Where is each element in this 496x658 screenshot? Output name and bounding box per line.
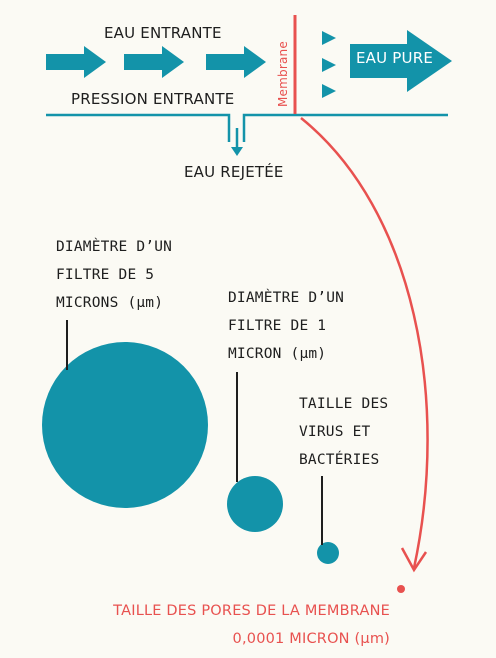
incoming-arrows xyxy=(46,46,266,78)
rejected-water-label: EAU REJETÉE xyxy=(184,163,284,181)
filter-1-micron-label: DIAMÈTRE D’UN FILTRE DE 1 MICRON (µm) xyxy=(228,290,345,362)
arrow-right-icon xyxy=(46,46,106,78)
arrow-right-icon xyxy=(206,46,266,78)
pore-dot xyxy=(397,585,405,593)
incoming-water-label: EAU ENTRANTE xyxy=(104,24,222,42)
virus-bacteria-label: TAILLE DES VIRUS ET BACTÉRIES xyxy=(299,396,389,468)
outgoing-triangles xyxy=(322,31,336,98)
triangle-right-icon xyxy=(322,58,336,72)
membrane-pore-label: TAILLE DES PORES DE LA MEMBRANE 0,0001 M… xyxy=(113,603,390,647)
pore-curve xyxy=(300,117,429,569)
membrane-label: Membrane xyxy=(276,41,290,107)
pure-water-arrow xyxy=(350,30,452,92)
triangle-right-icon xyxy=(322,31,336,45)
circle-virus xyxy=(317,542,339,564)
pore-curve-head xyxy=(400,547,428,573)
filter-5-micron-label: DIAMÈTRE D’UN FILTRE DE 5 MICRONS (µm) xyxy=(56,239,173,311)
pure-water-label: EAU PURE xyxy=(356,49,434,67)
incoming-pressure-label: PRESSION ENTRANTE xyxy=(71,90,235,108)
triangle-right-icon xyxy=(322,84,336,98)
pointer-lines xyxy=(66,320,323,545)
arrow-down-icon xyxy=(231,147,243,156)
channel-lines xyxy=(46,113,448,150)
circle-1-micron xyxy=(227,476,283,532)
circle-5-micron xyxy=(42,342,208,508)
arrow-right-icon xyxy=(124,46,184,78)
